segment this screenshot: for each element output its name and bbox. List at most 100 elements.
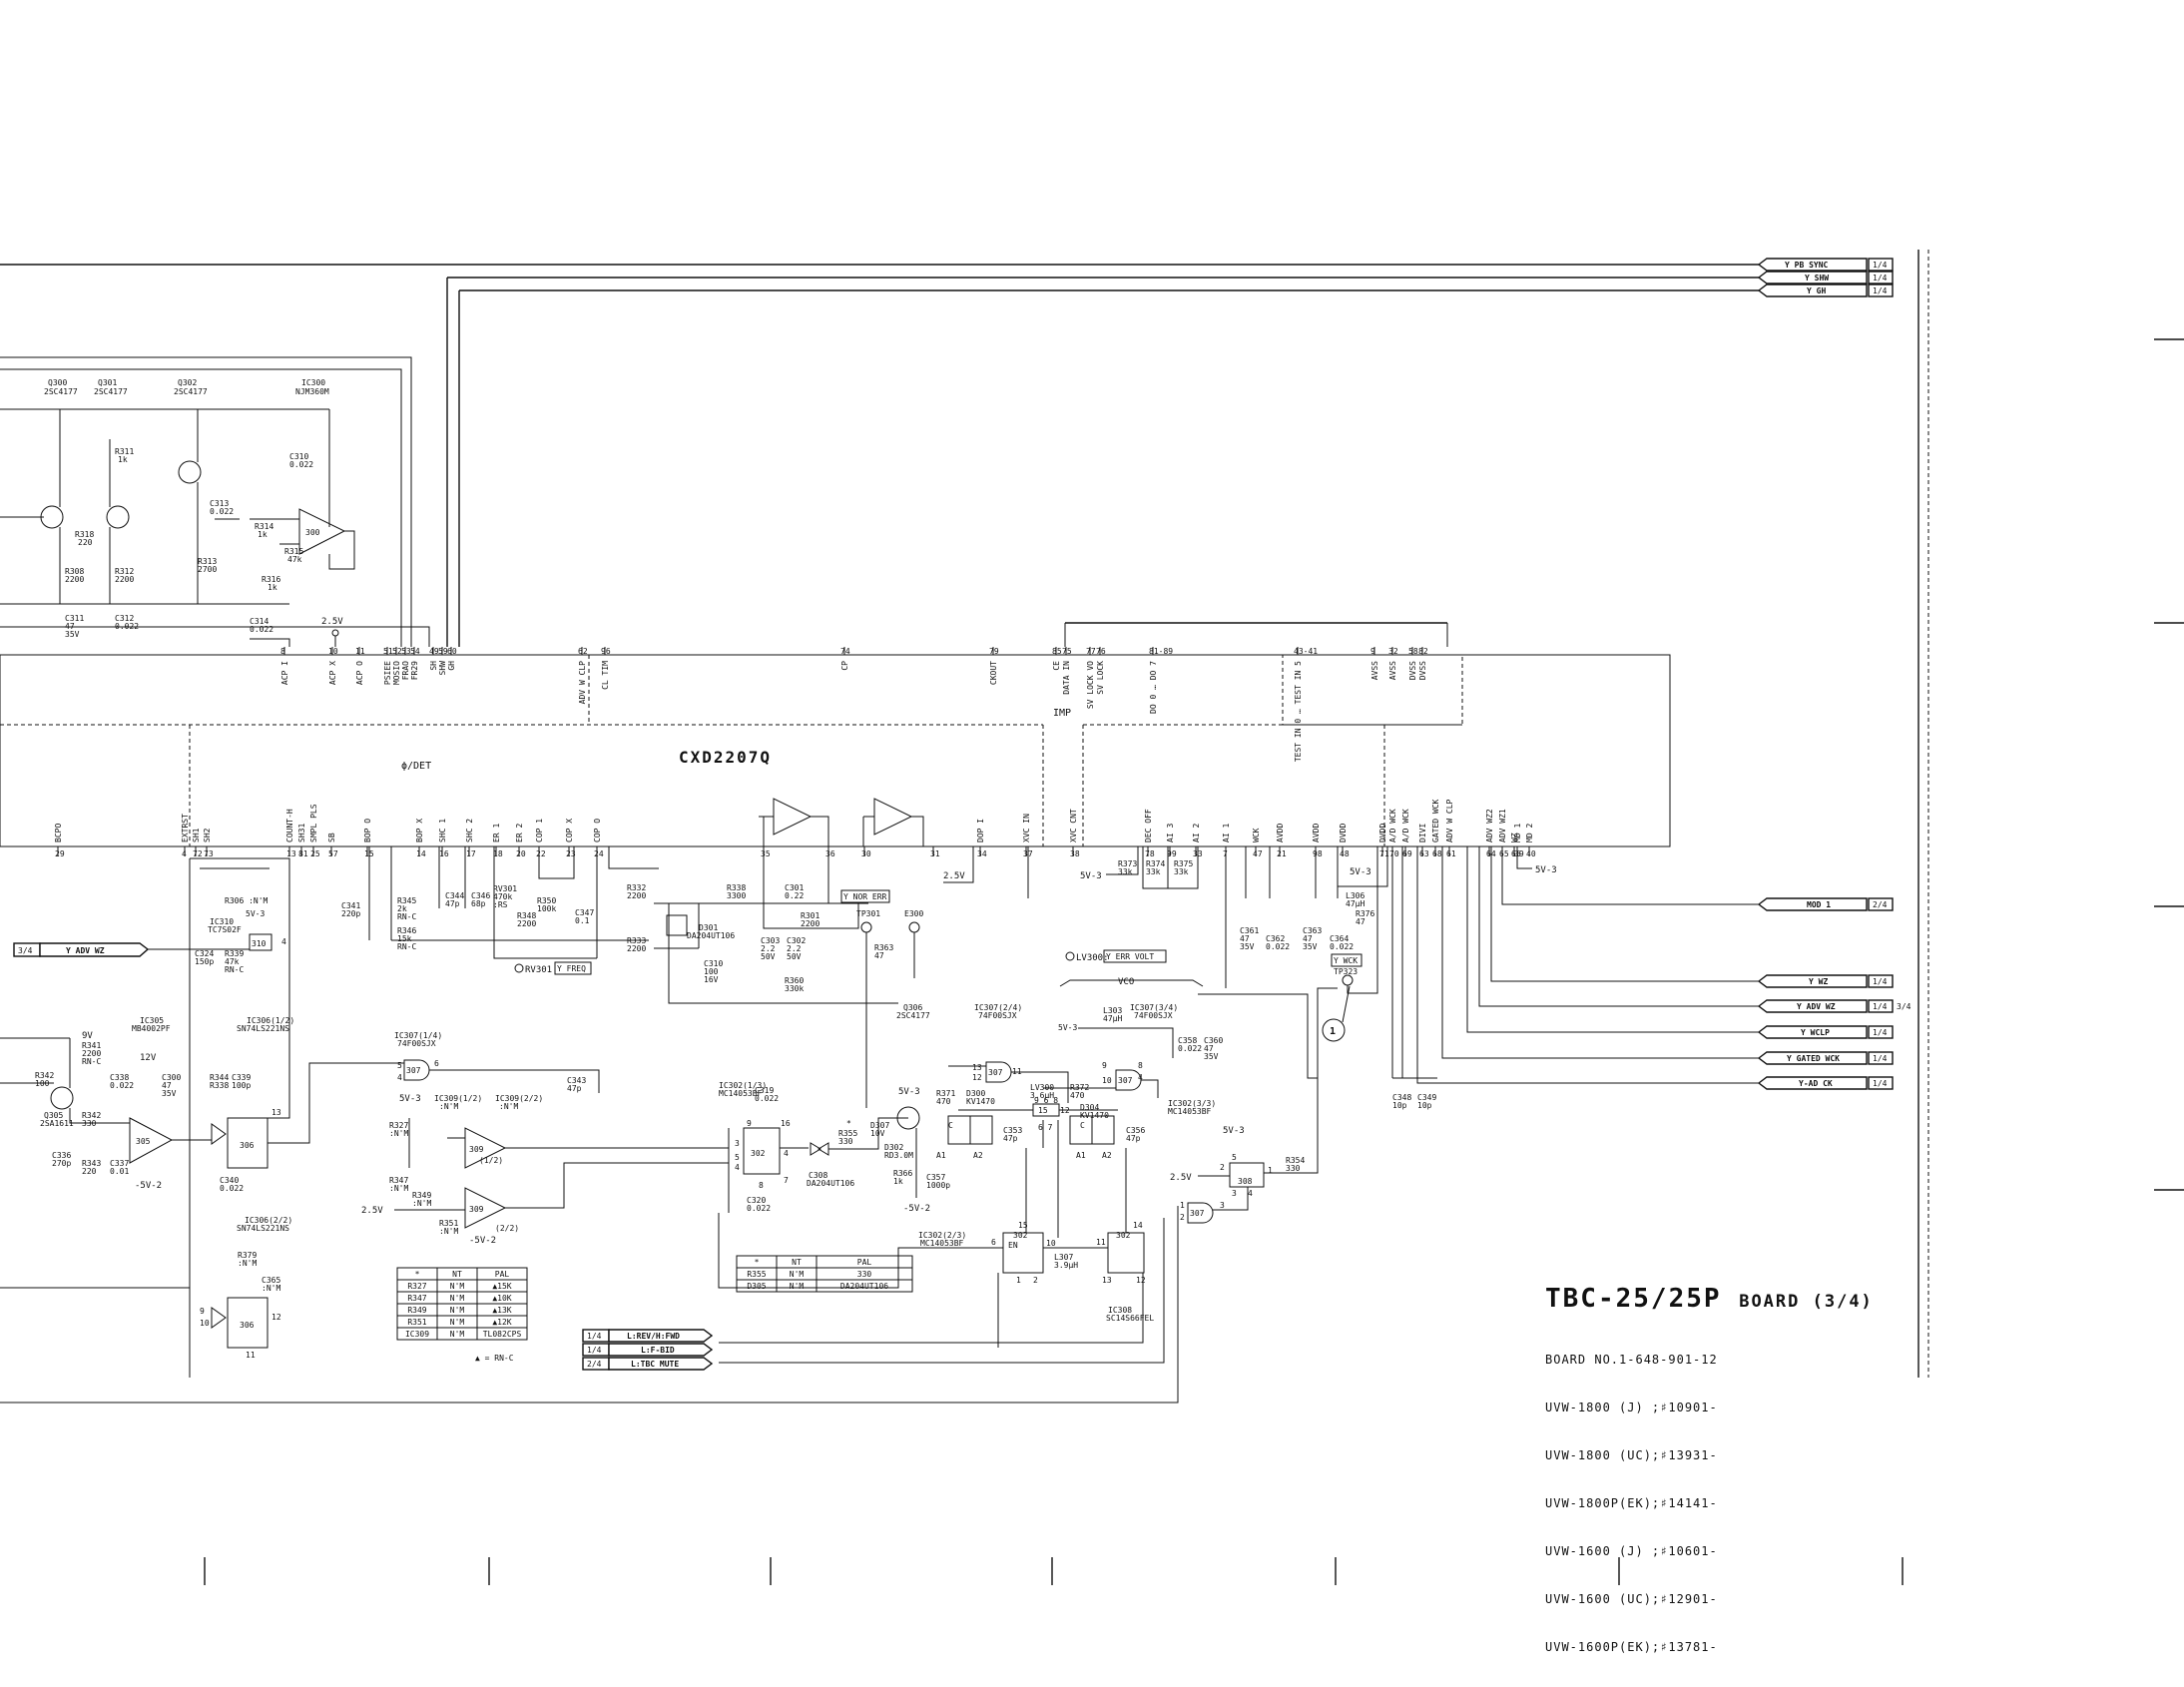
svg-text:9: 9: [1102, 1061, 1107, 1070]
svg-text:47μH: 47μH: [1346, 899, 1365, 908]
connector-tbc-mute[interactable]: 2/4 L:TBC MUTE: [582, 1357, 714, 1371]
svg-text:47: 47: [1240, 934, 1250, 943]
pin-number: 24: [594, 849, 604, 858]
pin-name: MD 2: [1525, 824, 1534, 843]
v25-label-top: 2.5V: [321, 617, 343, 627]
connector-rev-fwd[interactable]: 1/4 L:REV/H:FWD: [582, 1329, 714, 1343]
connector-y-adv-wz[interactable]: Y ADV WZ 1/4 3/4: [1757, 999, 1911, 1013]
svg-text:9: 9: [747, 1119, 752, 1128]
q301-part: 2SC4177: [94, 387, 128, 396]
ic309-section: IC307(1/4) 74F00SJX 307 5 4 6 C343 47p 5…: [309, 1031, 729, 1246]
svg-text:C340: C340: [220, 1176, 239, 1185]
pin-number: 76: [1096, 647, 1106, 656]
pin-number: 68: [1432, 849, 1442, 858]
svg-text:5: 5: [1232, 1153, 1237, 1162]
connector-y-gh[interactable]: Y GH 1/4: [1757, 283, 1894, 297]
svg-text:6 7: 6 7: [1038, 1123, 1053, 1132]
svg-text:12: 12: [972, 1073, 982, 1082]
ic302-2-part: SC14S66FEL: [1106, 1314, 1154, 1323]
ic302-2-ref: IC308: [1108, 1306, 1132, 1315]
svg-text:R355: R355: [838, 1129, 857, 1138]
pin-number: 54: [410, 647, 420, 656]
svg-text:R333: R333: [627, 936, 646, 945]
connector-y-ad-ck[interactable]: Y-AD CK 1/4: [1757, 1076, 1894, 1090]
pin-number: 9: [1370, 647, 1375, 656]
svg-text:R351: R351: [439, 1219, 458, 1228]
tp301-symbol[interactable]: [860, 921, 872, 933]
svg-text:C303: C303: [761, 936, 780, 945]
e300-label: E300: [904, 909, 923, 918]
pin-number: 62: [578, 647, 588, 656]
table-cell: R349: [407, 1306, 426, 1315]
v5-2-ic309: -5V-2: [469, 1236, 496, 1246]
pin-name: ACP I: [280, 661, 289, 685]
pin-number: 72: [193, 849, 203, 858]
svg-text:2700: 2700: [198, 565, 217, 574]
board-title: TBC-25/25P BOARD (3/4): [1545, 1284, 1944, 1314]
svg-text:L307: L307: [1054, 1253, 1073, 1262]
model-line: UVW-1800 (J) ;♯10901-: [1545, 1401, 1718, 1414]
svg-text:DA204UT106: DA204UT106: [807, 1179, 854, 1188]
svg-text:2200: 2200: [627, 944, 646, 953]
svg-text:R314: R314: [255, 522, 273, 531]
svg-text:R313: R313: [198, 557, 217, 566]
pin-name: DO 0 … DO 7: [1149, 661, 1158, 714]
pin-number: 51: [383, 647, 393, 656]
connector-label: Y GATED WCK: [1787, 1054, 1840, 1063]
svg-text:C343: C343: [567, 1076, 586, 1085]
connector-mod-1[interactable]: MOD 1 2/4: [1757, 897, 1894, 911]
q306-symbol: [896, 1106, 920, 1130]
tp323-symbol[interactable]: [1342, 974, 1354, 986]
svg-text:C341: C341: [341, 901, 360, 910]
pin-name: DVSS: [1418, 661, 1427, 680]
ic300-symbol: [298, 508, 346, 555]
svg-text:C320: C320: [747, 1196, 766, 1205]
pin-name: DVSS: [1408, 661, 1417, 680]
connector-y-wz[interactable]: Y WZ 1/4: [1757, 974, 1894, 988]
switch-section: IC302(1/3) MC14053BF C319 0.022 302 9 16…: [719, 1003, 950, 1214]
q305-part: 2SA1611: [40, 1119, 74, 1128]
pin-number: 57: [328, 849, 338, 858]
q306-ref: Q306: [903, 1003, 922, 1012]
svg-text:33k: 33k: [1174, 867, 1189, 876]
svg-text:3: 3: [735, 1139, 740, 1148]
connector-y-wclp[interactable]: Y WCLP 1/4: [1757, 1025, 1894, 1039]
ic305-ref: IC305: [140, 1016, 164, 1025]
svg-text:47p: 47p: [1126, 1134, 1141, 1143]
connector-y-gated-wck[interactable]: Y GATED WCK 1/4: [1757, 1051, 1894, 1065]
svg-text:D302: D302: [884, 1143, 903, 1152]
svg-text:0.022: 0.022: [1178, 1044, 1202, 1053]
svg-text:R341: R341: [82, 1041, 101, 1050]
connector-y-pb-sync[interactable]: Y PB SYNC 1/4: [1757, 258, 1894, 272]
connector-sheet: 3/4: [18, 946, 33, 955]
pin-name: AI 1: [1222, 824, 1231, 843]
svg-text:15k: 15k: [397, 934, 412, 943]
pin-number: 59: [438, 647, 448, 656]
svg-text:12: 12: [272, 1313, 281, 1322]
q301-symbol: [106, 505, 130, 529]
svg-text:C319: C319: [755, 1086, 774, 1095]
svg-text:C312: C312: [115, 614, 134, 623]
v5-3-right-c: 5V-3: [1535, 865, 1557, 875]
e300-symbol[interactable]: [908, 921, 920, 933]
svg-text:0.022: 0.022: [1266, 942, 1290, 951]
svg-text:C358: C358: [1178, 1036, 1197, 1045]
svg-text:5: 5: [397, 1061, 402, 1070]
connector-left-y-adv-wz[interactable]: 3/4 Y ADV WZ: [13, 942, 150, 957]
svg-text:13: 13: [1102, 1276, 1112, 1285]
model-line: UVW-1800 (UC);♯13931-: [1545, 1448, 1718, 1462]
connector-f-bid[interactable]: 1/4 L:F-BID: [582, 1343, 714, 1357]
connector-y-shw[interactable]: Y SHW 1/4: [1757, 271, 1894, 284]
connector-sheet: 1/4: [1873, 1079, 1888, 1088]
error-amp-section: R332 2200 R333 2200 R338 3300 C301 0.22 …: [627, 846, 1029, 1004]
